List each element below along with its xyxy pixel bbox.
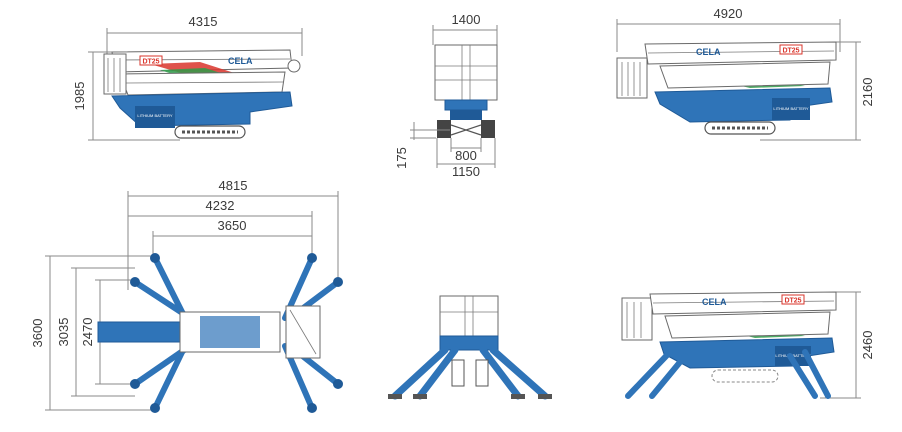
working-battery-label: LITHIUM BATTERY: [773, 106, 809, 111]
dim-label-depth-max: 3600: [30, 319, 45, 348]
front-view-transport: 1400 800 1150 175: [394, 12, 498, 179]
front-basket: [434, 44, 498, 101]
dim-label-working-height: 2160: [860, 78, 875, 107]
dim-label-depth-min: 2470: [80, 318, 95, 347]
dim-label-span-mid: 4232: [206, 198, 235, 213]
stab-side-legs: [625, 349, 831, 399]
stab-side-logo: CELA: [702, 297, 727, 307]
top-view-outriggers: 4815 4232 3650 3600 3035 2470: [30, 178, 343, 413]
dim-label-depth-mid: 3035: [56, 318, 71, 347]
outrigger-pads: [130, 253, 343, 413]
stab-side-model-badge: DT25: [784, 298, 801, 305]
working-logo: CELA: [696, 47, 721, 57]
dim-label-clearance: 175: [394, 147, 409, 169]
basket-folded: [103, 53, 127, 95]
front-view-stabilized: [388, 295, 552, 400]
stab-front-legs: [391, 346, 549, 400]
front-turret: [444, 99, 488, 111]
stab-front-basket: [439, 295, 499, 337]
left-track: [437, 120, 451, 138]
side-view-working: 4920 2160 CELA DT25 LITHIUM BATTERY: [616, 6, 875, 141]
working-model-badge: DT25: [782, 48, 799, 55]
dim-label-side-height: 1985: [72, 82, 87, 111]
battery-box: [135, 106, 175, 128]
battery-label: LITHIUM BATTERY: [137, 113, 173, 118]
dim-label-track: 800: [455, 148, 477, 163]
dim-label-stab-height: 2460: [860, 331, 875, 360]
dim-label-span-max: 4815: [219, 178, 248, 193]
side-view-transport: 4315 1985 LITHIUM BATTERY CELA DT25: [72, 14, 303, 141]
dim-label-side-length: 4315: [189, 14, 218, 29]
stab-front-turret: [439, 335, 499, 351]
stab-side-basket: [621, 297, 653, 341]
model-badge: DT25: [142, 59, 159, 66]
dim-label-working-length: 4920: [714, 6, 743, 21]
stab-side-track: [711, 369, 779, 383]
working-basket: [616, 57, 648, 99]
side-view-stabilized: 2460 CELA DT25 LITHIUM BATTERY: [621, 291, 875, 399]
right-track: [481, 120, 495, 138]
dim-label-track-outer: 1150: [452, 164, 480, 179]
top-boom: [97, 321, 189, 343]
dim-label-span-min: 3650: [218, 218, 247, 233]
dim-label-front-width: 1400: [452, 12, 481, 27]
cela-logo: CELA: [228, 56, 253, 66]
